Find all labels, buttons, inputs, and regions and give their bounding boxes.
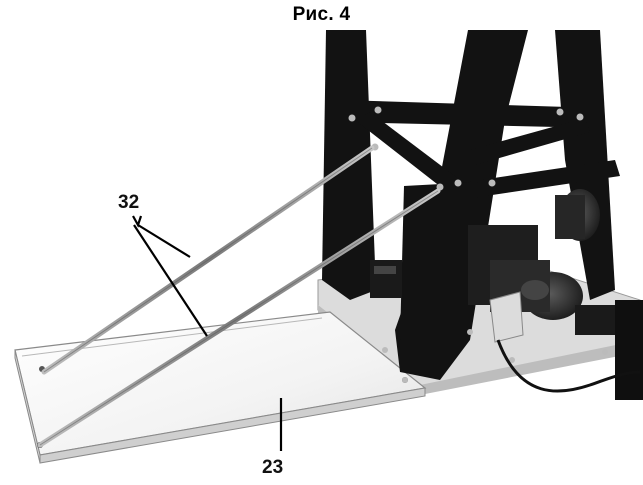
stand-bracket bbox=[370, 260, 402, 298]
callout-leaders bbox=[132, 215, 283, 451]
stand-frame bbox=[322, 30, 620, 380]
callout-label-23: 23 bbox=[262, 457, 284, 478]
motor-assembly bbox=[468, 189, 643, 400]
support-rods bbox=[37, 145, 441, 448]
callout-label-32: 32 bbox=[118, 192, 140, 213]
figure-title: Рис. 4 bbox=[292, 4, 351, 25]
frame-bolts bbox=[348, 106, 608, 383]
extension-tray bbox=[14, 311, 427, 464]
